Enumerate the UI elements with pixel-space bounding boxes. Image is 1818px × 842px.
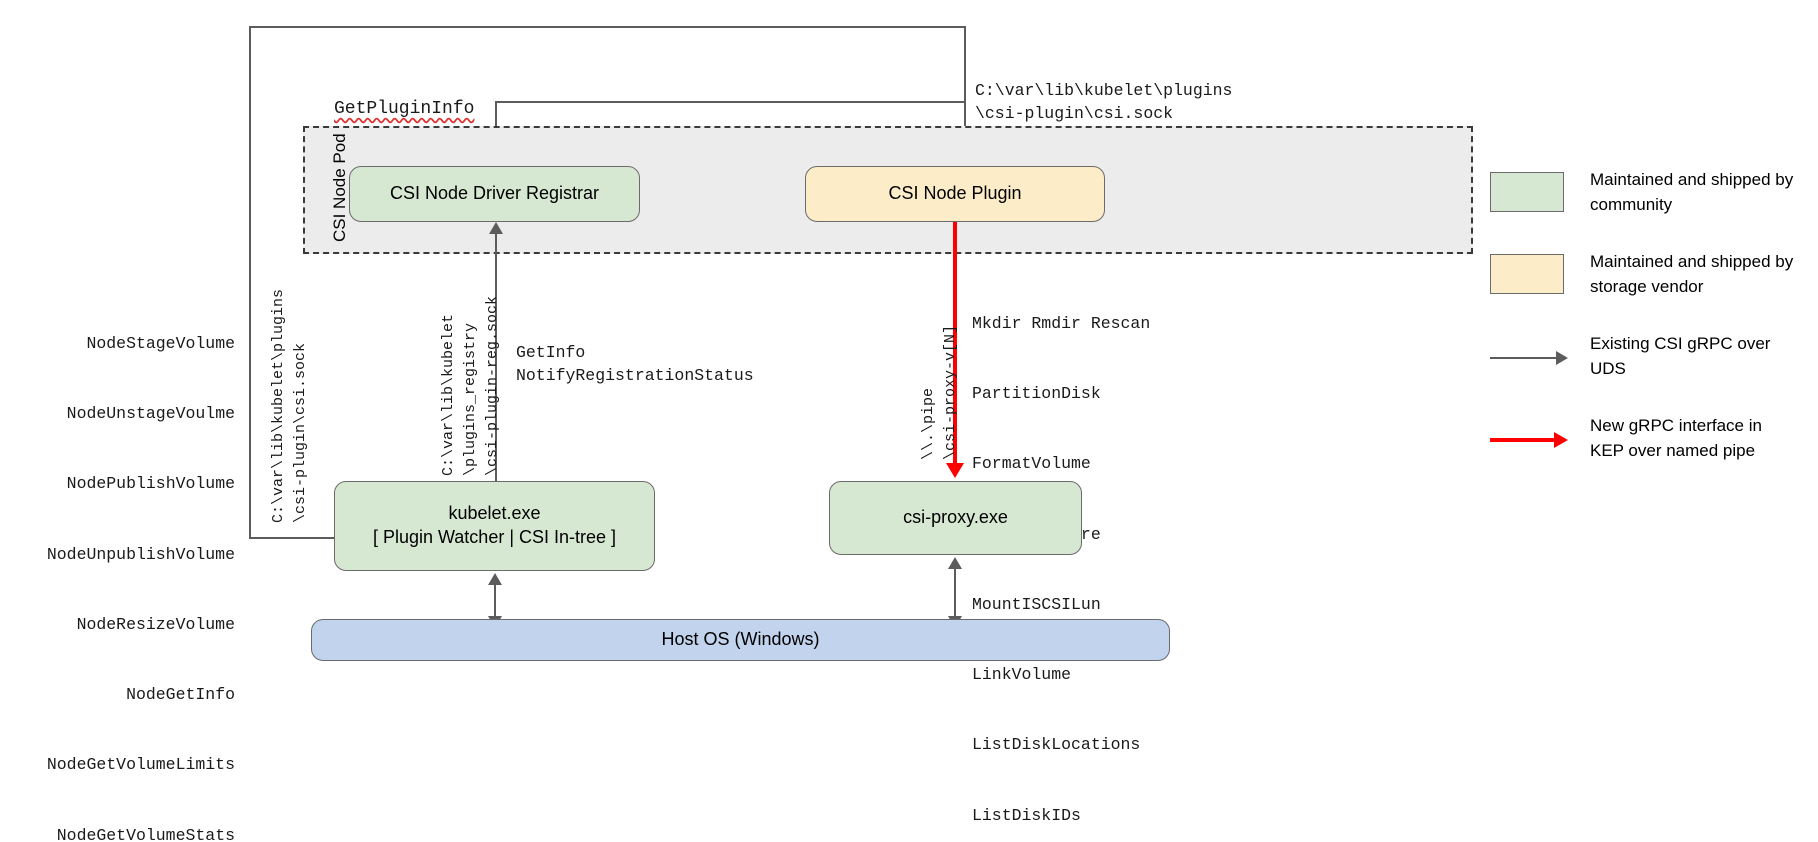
box-host-os-label: Host OS (Windows) xyxy=(661,629,820,650)
node-call-5: NodeGetInfo xyxy=(126,685,235,705)
label-get-plugin-info: GetPluginInfo xyxy=(334,99,475,119)
label-registration-calls: GetInfo NotifyRegistrationStatus xyxy=(516,343,754,386)
node-call-0: NodeStageVolume xyxy=(86,333,235,353)
legend-item-vendor: Maintained and shipped by storage vendor xyxy=(1490,250,1800,306)
box-host-os[interactable]: Host OS (Windows) xyxy=(311,619,1170,661)
arrowhead-kubelet-host-up xyxy=(488,573,502,585)
legend-arrow-red xyxy=(1490,432,1568,448)
legend-key-community xyxy=(1490,168,1590,212)
box-kubelet-exe[interactable]: kubelet.exe [ Plugin Watcher | CSI In-tr… xyxy=(334,481,655,571)
label-named-pipe-vertical: \\.\pipe \csi-proxy-v[N] xyxy=(920,324,959,460)
node-call-7: NodeGetVolumeStats xyxy=(56,825,235,842)
arrowhead-to-registrar xyxy=(489,222,503,234)
box-csi-proxy-exe[interactable]: csi-proxy.exe xyxy=(829,481,1082,555)
proxy-call-4: MountISCSILun xyxy=(972,594,1101,614)
node-call-4: NodeResizeVolume xyxy=(76,614,235,634)
legend-arrow-grey-shaft xyxy=(1490,357,1556,359)
connector-kubelet-to-plugin-top xyxy=(249,26,966,28)
connector-registrar-to-plugin-h xyxy=(495,101,965,103)
proxy-call-0: Mkdir Rmdir Rescan xyxy=(972,313,1151,333)
connector-kubelet-to-plugin-bottom xyxy=(249,537,339,539)
arrowhead-proxy-host-up xyxy=(948,557,962,569)
legend-item-community: Maintained and shipped by community xyxy=(1490,168,1800,224)
connector-plugin-to-csi-proxy-red xyxy=(953,222,957,465)
proxy-call-6: ListDiskLocations xyxy=(972,735,1141,755)
list-node-service-calls: NodeStageVolume NodeUnstageVoulme NodePu… xyxy=(0,285,235,842)
arrowhead-legend-red xyxy=(1554,432,1568,448)
box-csi-proxy-label: csi-proxy.exe xyxy=(903,507,1008,528)
legend-swatch-yellow xyxy=(1490,254,1564,294)
connector-kubelet-to-host-os xyxy=(494,583,496,619)
legend: Maintained and shipped by community Main… xyxy=(1490,168,1800,496)
box-kubelet-label-line1: kubelet.exe xyxy=(448,503,541,524)
legend-label-vendor: Maintained and shipped by storage vendor xyxy=(1590,252,1794,296)
proxy-call-7: ListDiskIDs xyxy=(972,805,1081,825)
legend-label-community: Maintained and shipped by community xyxy=(1590,170,1794,214)
box-csi-node-plugin[interactable]: CSI Node Plugin xyxy=(805,166,1105,222)
connector-plugin-drop-vertical xyxy=(964,26,966,154)
legend-key-vendor xyxy=(1490,250,1590,294)
legend-arrow-red-shaft xyxy=(1490,438,1554,442)
label-plugin-socket-path: C:\var\lib\kubelet\plugins \csi-plugin\c… xyxy=(975,81,1233,124)
connector-kubelet-to-plugin-vertical-left xyxy=(249,26,251,538)
node-call-3: NodeUnpublishVolume xyxy=(46,544,235,564)
proxy-call-5: LinkVolume xyxy=(972,665,1072,685)
proxy-call-1: PartitionDisk xyxy=(972,384,1101,404)
node-call-6: NodeGetVolumeLimits xyxy=(46,755,235,775)
arrowhead-legend-grey xyxy=(1556,351,1568,365)
node-call-2: NodePublishVolume xyxy=(66,474,235,494)
csi-node-pod-label: CSI Node Pod xyxy=(330,133,349,242)
box-kubelet-label-line2: [ Plugin Watcher | CSI In-tree ] xyxy=(372,527,617,547)
legend-key-new-grpc xyxy=(1490,414,1590,448)
proxy-call-2: FormatVolume xyxy=(972,454,1091,474)
label-registry-socket-path-vertical: C:\var\lib\kubelet \plugins_registry \cs… xyxy=(440,295,501,476)
legend-key-existing-grpc xyxy=(1490,332,1590,366)
arrowhead-red-to-csi-proxy xyxy=(946,463,964,478)
legend-item-new-grpc: New gRPC interface in KEP over named pip… xyxy=(1490,414,1800,470)
legend-arrow-grey xyxy=(1490,350,1568,366)
box-registrar-label: CSI Node Driver Registrar xyxy=(389,183,600,204)
legend-label-new-grpc: New gRPC interface in KEP over named pip… xyxy=(1590,416,1762,460)
connector-csi-proxy-to-host-os xyxy=(954,567,956,619)
label-csi-socket-path-vertical: C:\var\lib\kubelet\plugins \csi-plugin\c… xyxy=(270,288,309,523)
box-node-plugin-label: CSI Node Plugin xyxy=(888,183,1022,204)
legend-item-existing-grpc: Existing CSI gRPC over UDS xyxy=(1490,332,1800,388)
legend-label-existing-grpc: Existing CSI gRPC over UDS xyxy=(1590,334,1771,378)
connector-kubelet-to-registrar xyxy=(495,232,497,481)
legend-swatch-green xyxy=(1490,172,1564,212)
node-call-1: NodeUnstageVoulme xyxy=(66,404,235,424)
box-csi-node-driver-registrar[interactable]: CSI Node Driver Registrar xyxy=(349,166,640,222)
